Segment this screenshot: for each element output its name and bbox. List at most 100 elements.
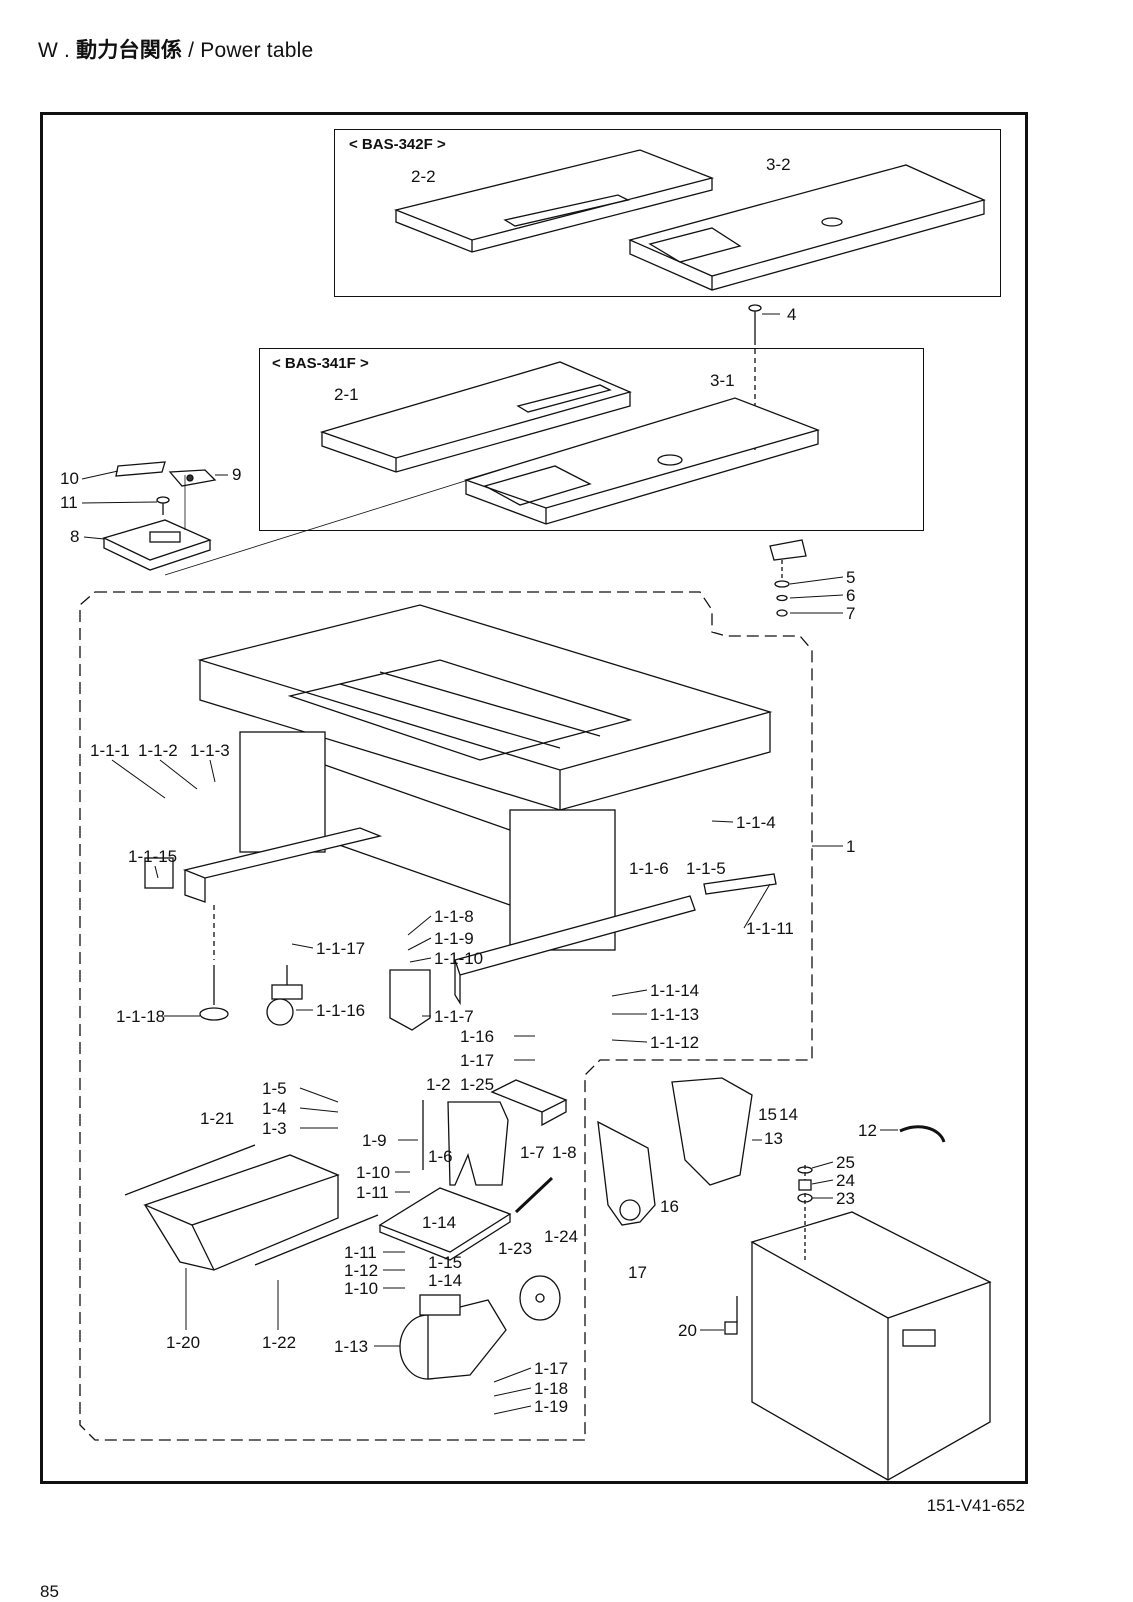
motor-1-13 [399, 1294, 507, 1380]
leveling-foot-1-1-18 [199, 905, 229, 1021]
callout-1-1-13: 1-1-13 [650, 1005, 700, 1024]
callout-1-1-3: 1-1-3 [190, 741, 230, 760]
callout-1-11-lower: 1-11 [344, 1243, 377, 1262]
callout-1-1-7: 1-1-7 [434, 1007, 474, 1026]
callout-1-1-14: 1-1-14 [650, 981, 700, 1000]
callout-6: 6 [846, 586, 856, 605]
callout-20: 20 [678, 1321, 697, 1340]
bas-342f-group-box: < BAS-342F > [334, 129, 1001, 297]
bracket-1-1-7 [389, 969, 431, 1031]
screw-11 [156, 496, 170, 515]
callout-1-16: 1-16 [460, 1027, 495, 1046]
callout-1-1-8: 1-1-8 [434, 907, 474, 926]
callout-1-17-lower: 1-17 [534, 1359, 569, 1378]
callout-1-6: 1-6 [428, 1147, 453, 1166]
callout-1-7: 1-7 [520, 1143, 545, 1162]
plate-10 [115, 461, 166, 477]
callout-1-1-1: 1-1-1 [90, 741, 130, 760]
belt-cover-13 [671, 1077, 753, 1186]
callout-1-3: 1-3 [262, 1119, 287, 1138]
callout-11: 11 [60, 493, 78, 512]
callout-1-1-2: 1-1-2 [138, 741, 178, 760]
callout-1-22: 1-22 [262, 1333, 297, 1352]
subassembly-1-outline [79, 591, 813, 1441]
callout-1-5: 1-5 [262, 1079, 287, 1098]
callout-5: 5 [846, 568, 856, 587]
callout-1-1-18: 1-1-18 [116, 1007, 166, 1026]
table-plate-2-1 [319, 361, 632, 473]
callout-1-8: 1-8 [552, 1143, 577, 1162]
block-9 [168, 469, 217, 487]
document-number: 151-V41-652 [926, 1496, 1025, 1515]
callout-1-4: 1-4 [262, 1099, 287, 1118]
callout-4: 4 [787, 305, 797, 324]
callout-1-1-6: 1-1-6 [629, 859, 669, 878]
callout-13: 13 [764, 1129, 783, 1148]
table-plate-2-2 [393, 149, 715, 253]
bas-341f-label: < BAS-341F > [272, 355, 369, 372]
callout-1-19: 1-19 [534, 1397, 569, 1416]
callout-1-14-lower: 1-14 [428, 1271, 463, 1290]
bracket-1-25 [490, 1079, 568, 1127]
callout-1-23: 1-23 [498, 1239, 533, 1258]
callout-7: 7 [846, 604, 856, 623]
callout-1-12: 1-12 [344, 1261, 379, 1280]
bracket-8 [102, 519, 212, 571]
clip-12 [899, 1125, 946, 1143]
cover-17 [597, 1120, 656, 1226]
callout-8: 8 [70, 527, 80, 546]
callout-1-1-15: 1-1-15 [128, 847, 178, 866]
callout-1-9: 1-9 [362, 1131, 387, 1150]
control-box [750, 1165, 992, 1481]
callout-1-20: 1-20 [166, 1333, 201, 1352]
callout-1: 1 [846, 837, 856, 856]
callout-12: 12 [858, 1121, 877, 1140]
pulley-1-23 [519, 1275, 561, 1321]
callout-24: 24 [836, 1171, 855, 1190]
callout-1-2: 1-2 [426, 1075, 451, 1094]
diagram-frame: < BAS-342F > < BAS-341F > [40, 112, 1028, 1484]
callout-23: 23 [836, 1189, 855, 1208]
cap-1-1-15 [144, 857, 174, 889]
title-japanese: 動力台関係 [76, 38, 183, 62]
title-prefix: W . [38, 39, 77, 62]
callout-17: 17 [628, 1263, 647, 1282]
plate-1-1-11 [703, 873, 777, 895]
table-plate-3-2 [628, 164, 986, 291]
callout-1-15: 1-15 [428, 1253, 463, 1272]
page-title: W . 動力台関係 / Power table [38, 34, 313, 64]
callout-1-10-upper: 1-10 [356, 1163, 391, 1182]
callout-9: 9 [232, 465, 242, 484]
callout-1-1-12: 1-1-12 [650, 1033, 700, 1052]
callout-1-14-upper: 1-14 [422, 1213, 457, 1232]
callout-14: 14 [779, 1105, 798, 1124]
callout-1-1-17: 1-1-17 [316, 939, 366, 958]
callout-15: 15 [758, 1105, 777, 1124]
callout-1-1-10: 1-1-10 [434, 949, 484, 968]
title-separator: / [182, 39, 201, 62]
callout-1-1-16: 1-1-16 [316, 1001, 366, 1020]
callout-1-17-upper: 1-17 [460, 1051, 495, 1070]
callout-1-11-upper: 1-11 [356, 1183, 389, 1202]
callout-16: 16 [660, 1197, 679, 1216]
callout-10: 10 [60, 469, 79, 488]
bracket-1-2 [447, 1101, 509, 1186]
page-number: 85 [40, 1582, 59, 1601]
callout-25: 25 [836, 1153, 855, 1172]
callout-1-25: 1-25 [460, 1075, 495, 1094]
callout-1-24: 1-24 [544, 1227, 579, 1246]
stand-frame [182, 604, 773, 1006]
callout-1-1-4: 1-1-4 [736, 813, 776, 832]
callout-2-1: 2-1 [334, 385, 359, 404]
tray-1-20 [124, 1144, 379, 1271]
callout-1-10-lower: 1-10 [344, 1279, 379, 1298]
bas-342f-label: < BAS-342F > [349, 136, 446, 153]
callout-3-2: 3-2 [766, 155, 791, 174]
shaft-1-7 [514, 1176, 554, 1214]
callout-2-2: 2-2 [411, 167, 436, 186]
callout-1-13: 1-13 [334, 1337, 369, 1356]
plate-1-6 [378, 1187, 512, 1261]
callout-1-1-5: 1-1-5 [686, 859, 726, 878]
